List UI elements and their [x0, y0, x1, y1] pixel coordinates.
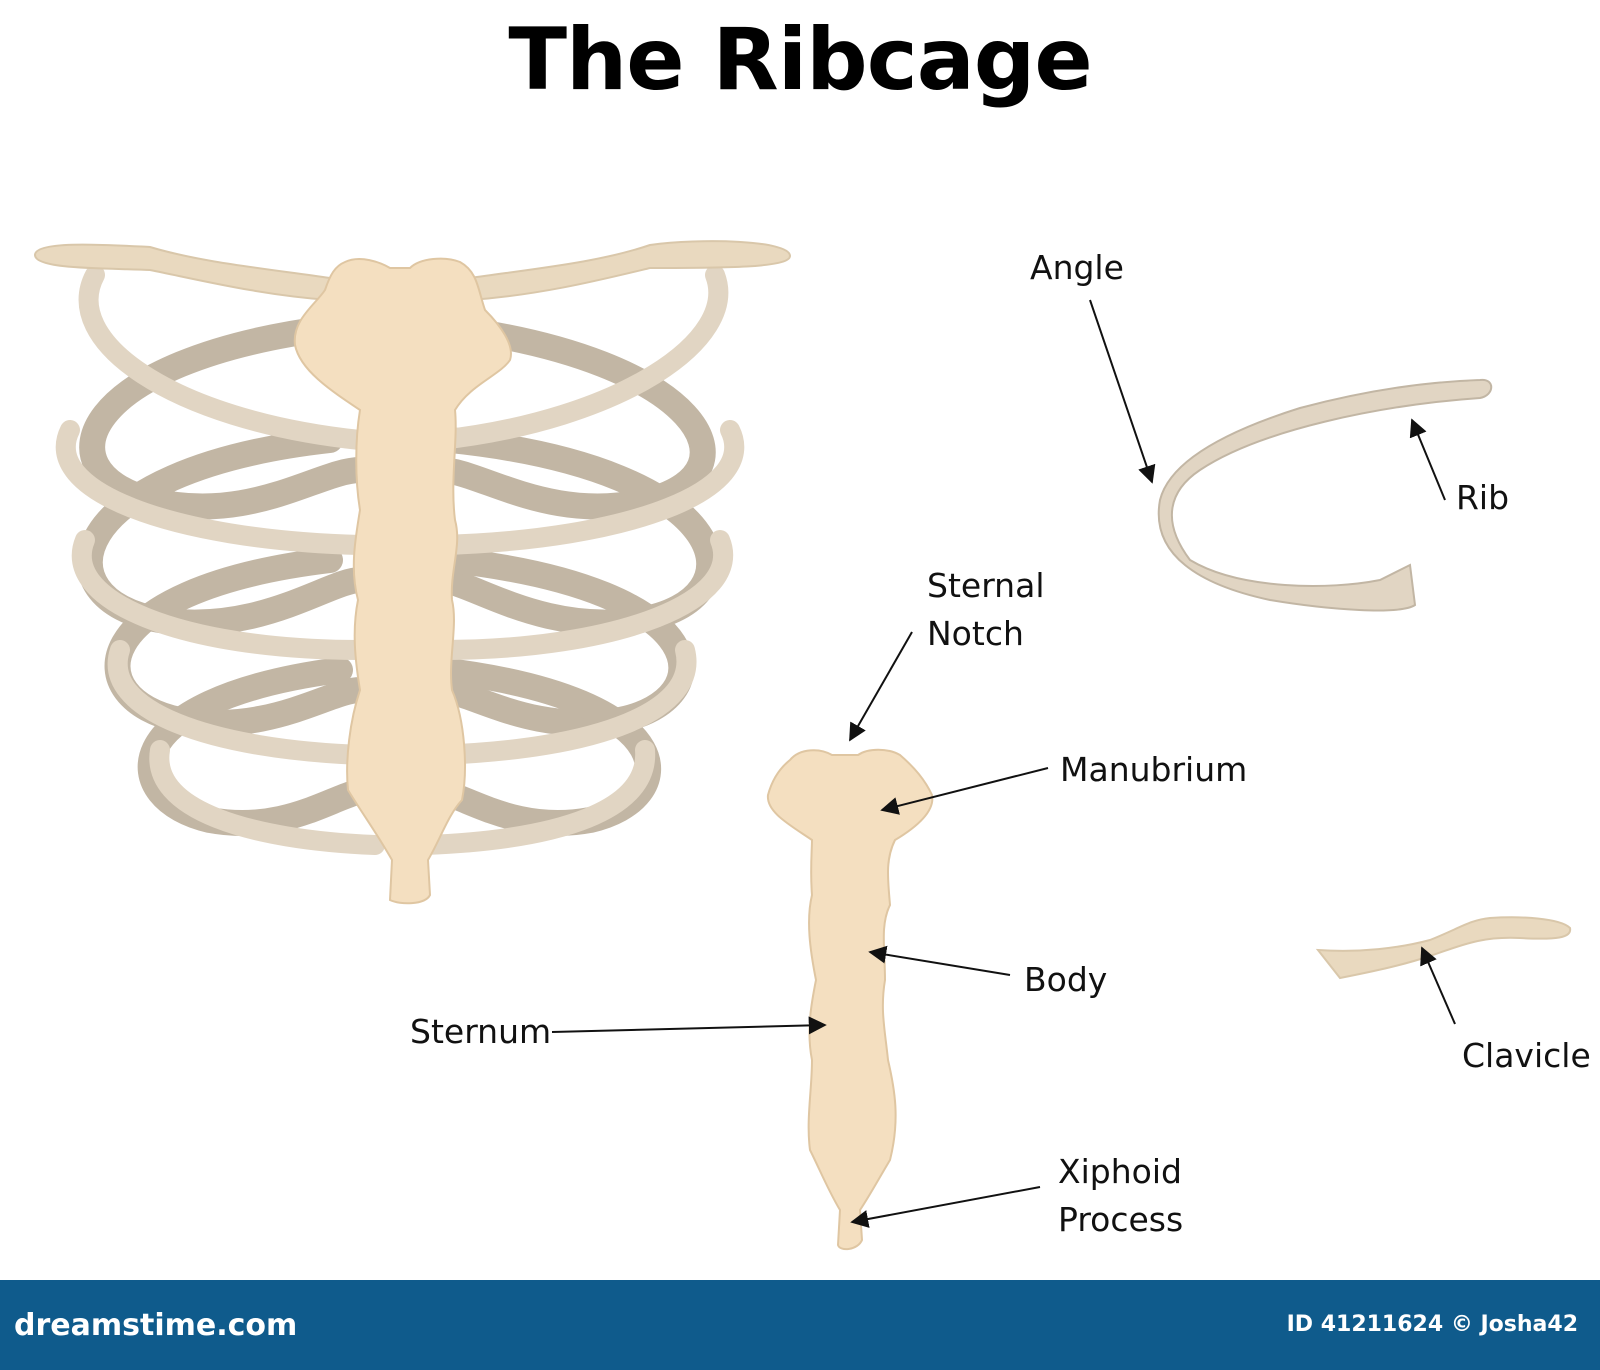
watermark-footer: dreamstime.com ID 41211624 © Josha42: [0, 1280, 1600, 1370]
angle-pointer: [1089, 299, 1156, 484]
footer-site: dreamstime.com: [14, 1308, 298, 1343]
manubrium-pointer: [880, 767, 1049, 815]
label-xiphoid-line1: Xiphoid: [1058, 1152, 1182, 1191]
label-sternal-line2: Notch: [927, 614, 1024, 653]
clavicle-pointer: [1420, 946, 1456, 1025]
label-manubrium: Manubrium: [1060, 750, 1248, 789]
label-angle: Angle: [1030, 248, 1124, 287]
label-body: Body: [1024, 960, 1108, 999]
rib-pointer: [1409, 418, 1446, 501]
label-clavicle: Clavicle: [1462, 1036, 1591, 1075]
isolated-clavicle: [1315, 916, 1572, 980]
front-ribs: [55, 265, 745, 855]
diagram-title: The Ribcage: [508, 10, 1092, 110]
ribcage-illustration: [33, 240, 792, 905]
ribcage-sternum: [293, 257, 512, 905]
label-xiphoid-line2: Process: [1058, 1200, 1184, 1239]
label-sternal-line1: Sternal: [927, 566, 1045, 605]
label-sternum: Sternum: [410, 1012, 552, 1051]
xiphoid-pointer: [850, 1186, 1041, 1228]
single-rib: [1157, 378, 1493, 612]
sternum-pointer: [551, 1016, 827, 1035]
label-rib: Rib: [1456, 478, 1510, 517]
footer-credit: ID 41211624 © Josha42: [1286, 1312, 1578, 1337]
body-pointer: [868, 945, 1011, 976]
sternal-notch-pointer: [849, 631, 913, 742]
leader-lines: [551, 299, 1456, 1228]
illustration-layer: [33, 240, 1572, 1251]
isolated-sternum: [766, 748, 934, 1251]
